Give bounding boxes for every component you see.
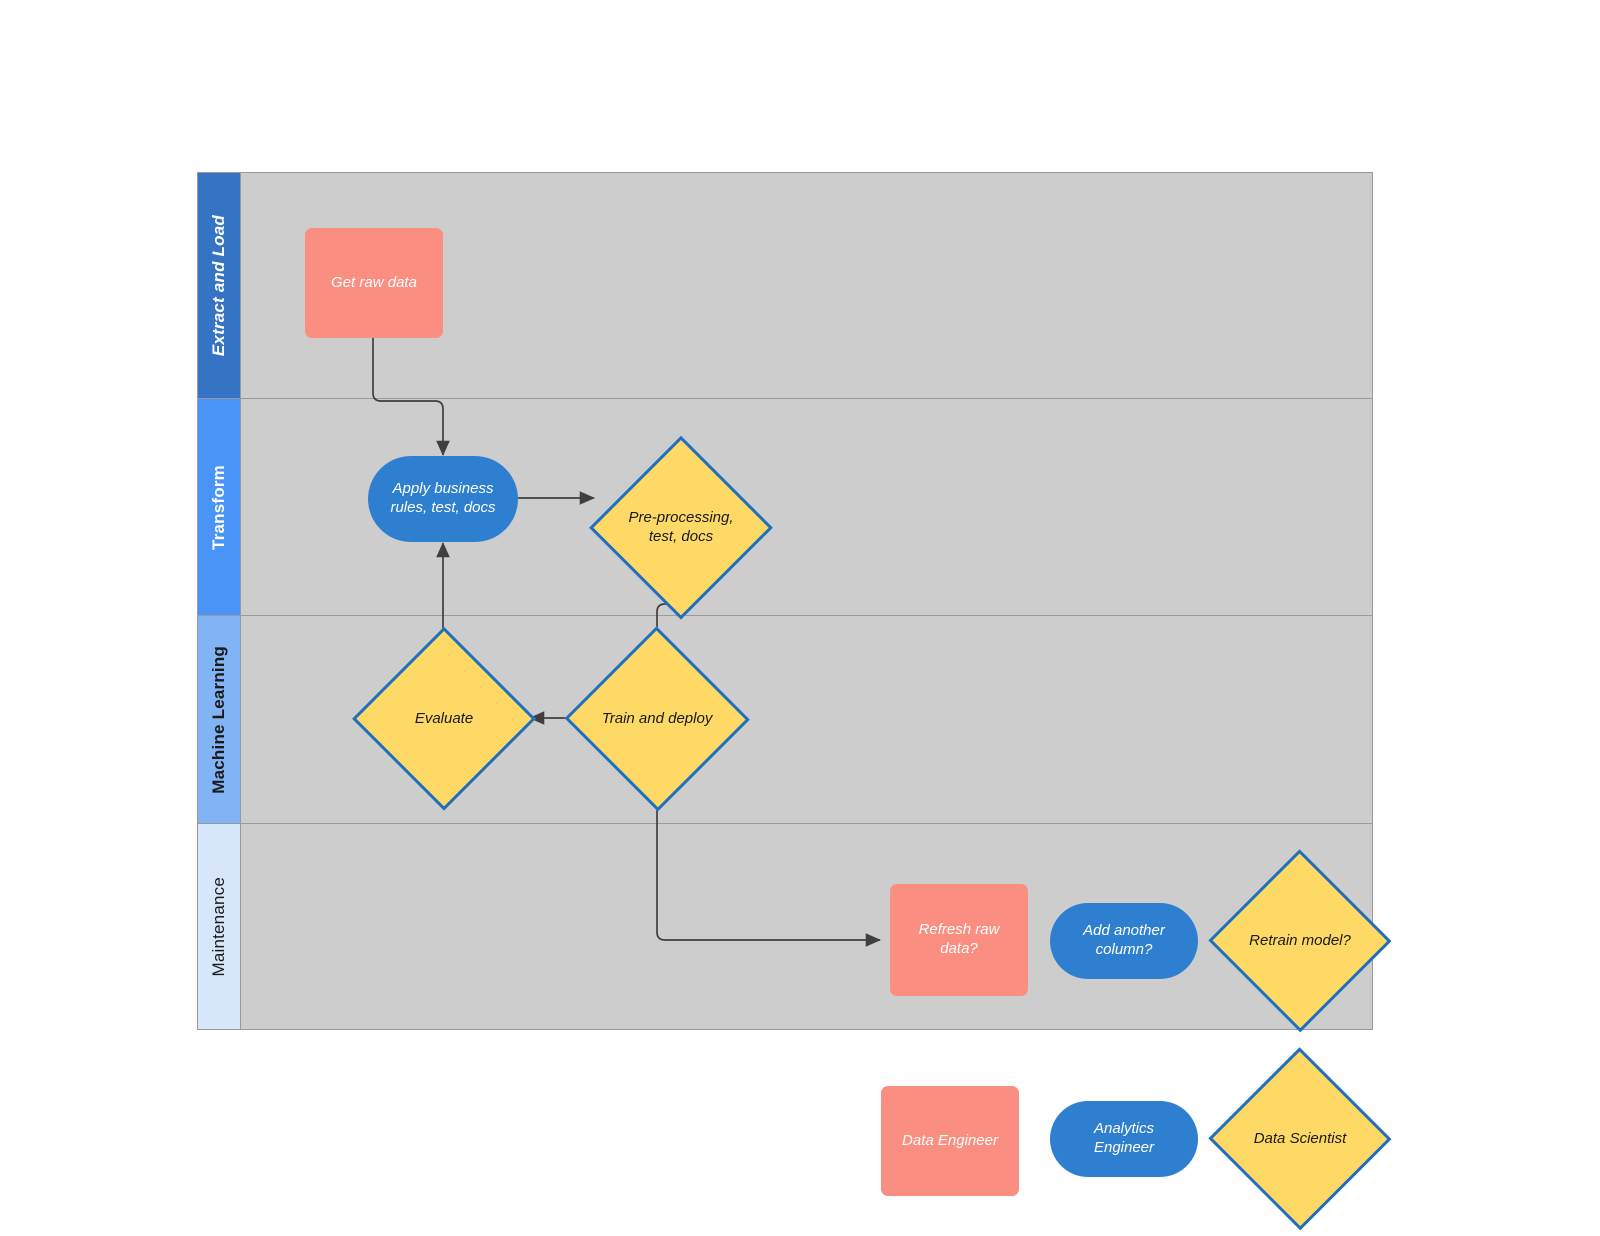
node-label-add-another-column: Add another column? bbox=[1083, 922, 1165, 958]
lane-maintenance: Maintenance bbox=[198, 824, 1372, 1029]
legend-item-data-engineer: Data Engineer bbox=[881, 1086, 1019, 1196]
node-evaluate[interactable]: Evaluate bbox=[351, 626, 537, 812]
node-label-evaluate: Evaluate bbox=[414, 709, 474, 727]
node-label-retrain-model: Retrain model? bbox=[1249, 931, 1351, 949]
node-pre-processing[interactable]: Pre-processing, test, docs bbox=[588, 435, 774, 621]
lane-transform: Transform bbox=[198, 399, 1372, 616]
node-get-raw-data[interactable]: Get raw data bbox=[305, 228, 443, 338]
lane-header-maintenance: Maintenance bbox=[198, 824, 241, 1029]
lane-header-transform: Transform bbox=[198, 399, 241, 615]
node-retrain-model[interactable]: Retrain model? bbox=[1208, 849, 1392, 1033]
legend-label-analytics-engineer: Analytics Engineer bbox=[1093, 1120, 1155, 1156]
node-label-refresh-raw-data: Refresh raw data? bbox=[918, 921, 1000, 957]
node-refresh-raw-data[interactable]: Refresh raw data? bbox=[890, 884, 1028, 996]
node-label-train-and-deploy: Train and deploy bbox=[601, 709, 713, 727]
node-apply-business-rules[interactable]: Apply business rules, test, docs bbox=[368, 456, 518, 542]
node-train-and-deploy[interactable]: Train and deploy bbox=[564, 626, 750, 812]
legend-item-analytics-engineer: Analytics Engineer bbox=[1050, 1101, 1198, 1177]
node-label-apply-business-rules: Apply business rules, test, docs bbox=[390, 480, 496, 516]
legend-label-data-engineer: Data Engineer bbox=[902, 1131, 998, 1149]
lane-header-machine-learning: Machine Learning bbox=[198, 616, 241, 823]
node-label-get-raw-data: Get raw data bbox=[331, 273, 417, 291]
legend-label-data-scientist: Data Scientist bbox=[1253, 1129, 1347, 1147]
node-label-pre-processing: Pre-processing, test, docs bbox=[628, 509, 734, 545]
lane-extract-and-load: Extract and Load bbox=[198, 173, 1372, 399]
legend-item-data-scientist: Data Scientist bbox=[1208, 1047, 1392, 1231]
node-add-another-column[interactable]: Add another column? bbox=[1050, 903, 1198, 979]
lane-header-extract-and-load: Extract and Load bbox=[198, 173, 241, 398]
